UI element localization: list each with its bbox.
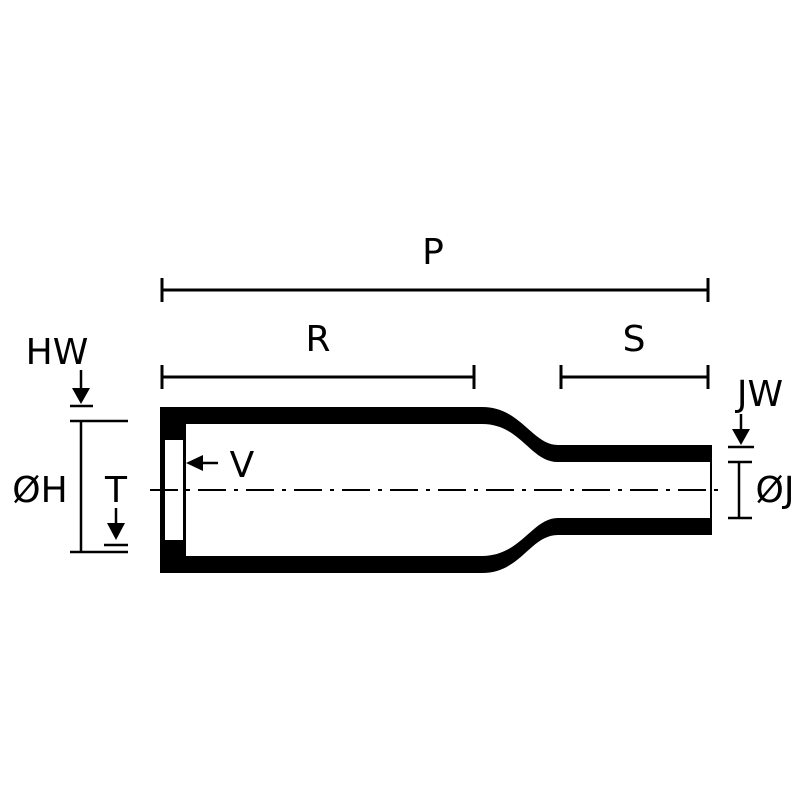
dimension-r	[160, 365, 476, 389]
jw-arrow	[728, 414, 754, 449]
end-cap-body	[160, 407, 712, 573]
end-cap-top-wall	[160, 407, 712, 462]
end-cap-bottom-wall	[160, 518, 712, 573]
label-t: T	[104, 470, 128, 511]
label-p: P	[422, 232, 444, 273]
label-oj: ØJ	[756, 470, 795, 511]
label-v: V	[230, 445, 255, 486]
dimension-oh	[70, 419, 128, 554]
label-hw: HW	[26, 332, 89, 373]
hw-arrow	[70, 370, 93, 408]
label-r: R	[305, 319, 330, 360]
label-jw: JW	[735, 374, 783, 415]
label-oh: ØH	[12, 470, 67, 511]
v-arrow	[186, 455, 218, 471]
t-arrow	[104, 508, 128, 547]
dimension-s	[559, 365, 710, 389]
dimension-p	[160, 278, 710, 302]
label-s: S	[623, 319, 646, 360]
dimension-oj	[728, 460, 752, 520]
